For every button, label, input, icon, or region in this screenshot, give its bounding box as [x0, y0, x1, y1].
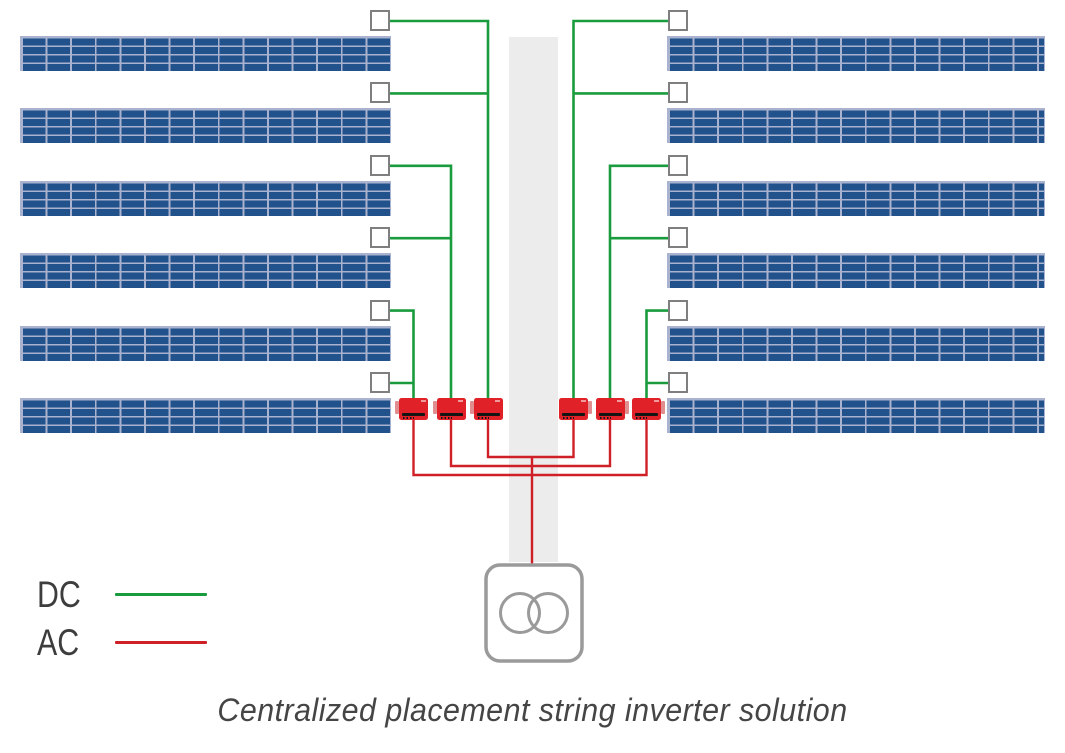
ac-cable-pair-3 [412, 420, 648, 477]
inverter-vent-stripe [439, 413, 463, 416]
dc-cable-left-row3 [390, 164, 453, 398]
inverter-vent-dots [403, 417, 414, 419]
combiner-box-left-3 [370, 154, 390, 176]
combiner-box-right-2 [668, 82, 688, 104]
diagram-title: Centralized placement string inverter so… [217, 692, 848, 728]
inverter-vent-dots [636, 417, 647, 419]
combiner-box-left-6 [370, 372, 390, 393]
ac-cable-pair-2 [449, 420, 612, 468]
inverter-vent-stripe [402, 413, 425, 416]
inverter-vent-dots [477, 417, 489, 419]
string-inverter-right-3 [632, 398, 665, 420]
inverter-vent-stripe [598, 413, 622, 416]
transformer-icon [484, 563, 584, 663]
dc-cable-right-row1 [572, 19, 668, 398]
inverter-side-tab [395, 401, 399, 414]
inverter-label-mark [580, 400, 586, 402]
legend: DC AC [37, 570, 207, 666]
combiner-box-right-5 [668, 299, 688, 321]
string-inverter-left-3 [395, 398, 428, 420]
inverter-side-tab [661, 401, 665, 414]
transformer-coil-right [527, 592, 569, 634]
combiner-box-right-6 [668, 372, 688, 393]
solar-panel-row-right-6 [667, 398, 1045, 433]
solar-panel-row-right-3 [667, 180, 1045, 216]
inverter-vent-stripe [635, 413, 658, 416]
solar-panel-row-left-4 [20, 253, 391, 289]
dc-cable-right-row5 [645, 309, 668, 398]
combiner-box-left-5 [370, 299, 390, 321]
string-inverter-left-1 [469, 398, 503, 420]
combiner-box-left-1 [370, 10, 390, 31]
inverter-side-tab [588, 401, 592, 414]
inverter-label-mark [495, 400, 500, 402]
inverter-vent-stripe [562, 413, 585, 416]
dc-cable-right-row3 [608, 164, 668, 398]
solar-panel-row-left-2 [20, 108, 391, 144]
ac-line-swatch [115, 640, 207, 644]
transformer-housing [484, 563, 584, 663]
inverter-vent-stripe [476, 413, 500, 416]
solar-panel-row-right-5 [667, 325, 1045, 361]
combiner-box-right-3 [668, 154, 688, 176]
string-inverter-left-2 [432, 398, 466, 420]
solar-panel-row-right-1 [667, 36, 1045, 71]
legend-label-dc: DC [37, 573, 81, 615]
legend-item-ac: AC [37, 618, 207, 666]
string-inverter-right-1 [559, 398, 592, 420]
inverter-label-mark [420, 400, 426, 402]
inverter-label-mark [653, 400, 659, 402]
solar-panel-row-left-3 [20, 180, 391, 216]
inverter-side-tab [624, 401, 629, 414]
solar-panel-row-right-4 [667, 253, 1045, 289]
legend-item-dc: DC [37, 570, 207, 618]
legend-label-ac: AC [37, 621, 80, 663]
combiner-box-right-1 [668, 10, 688, 31]
transformer-coil-left [499, 592, 541, 634]
solar-panel-row-left-5 [20, 325, 391, 361]
inverter-side-tab [469, 401, 474, 414]
ac-cable-pair-1 [486, 420, 575, 459]
string-inverter-right-2 [595, 398, 629, 420]
inverter-vent-dots [440, 417, 452, 419]
inverter-label-mark [458, 400, 463, 402]
dc-line-swatch [115, 592, 207, 596]
combiner-box-left-4 [370, 227, 390, 249]
dc-cable-left-row1 [390, 19, 490, 398]
solar-panel-row-right-2 [667, 108, 1045, 144]
inverter-label-mark [617, 400, 622, 402]
inverter-vent-dots [563, 417, 574, 419]
combiner-box-right-4 [668, 227, 688, 249]
combiner-box-left-2 [370, 82, 390, 104]
solar-panel-row-left-6 [20, 398, 391, 433]
dc-cable-left-row5 [390, 309, 415, 398]
inverter-side-tab [432, 401, 437, 414]
inverter-vent-dots [599, 417, 611, 419]
solar-panel-row-left-1 [20, 36, 391, 71]
